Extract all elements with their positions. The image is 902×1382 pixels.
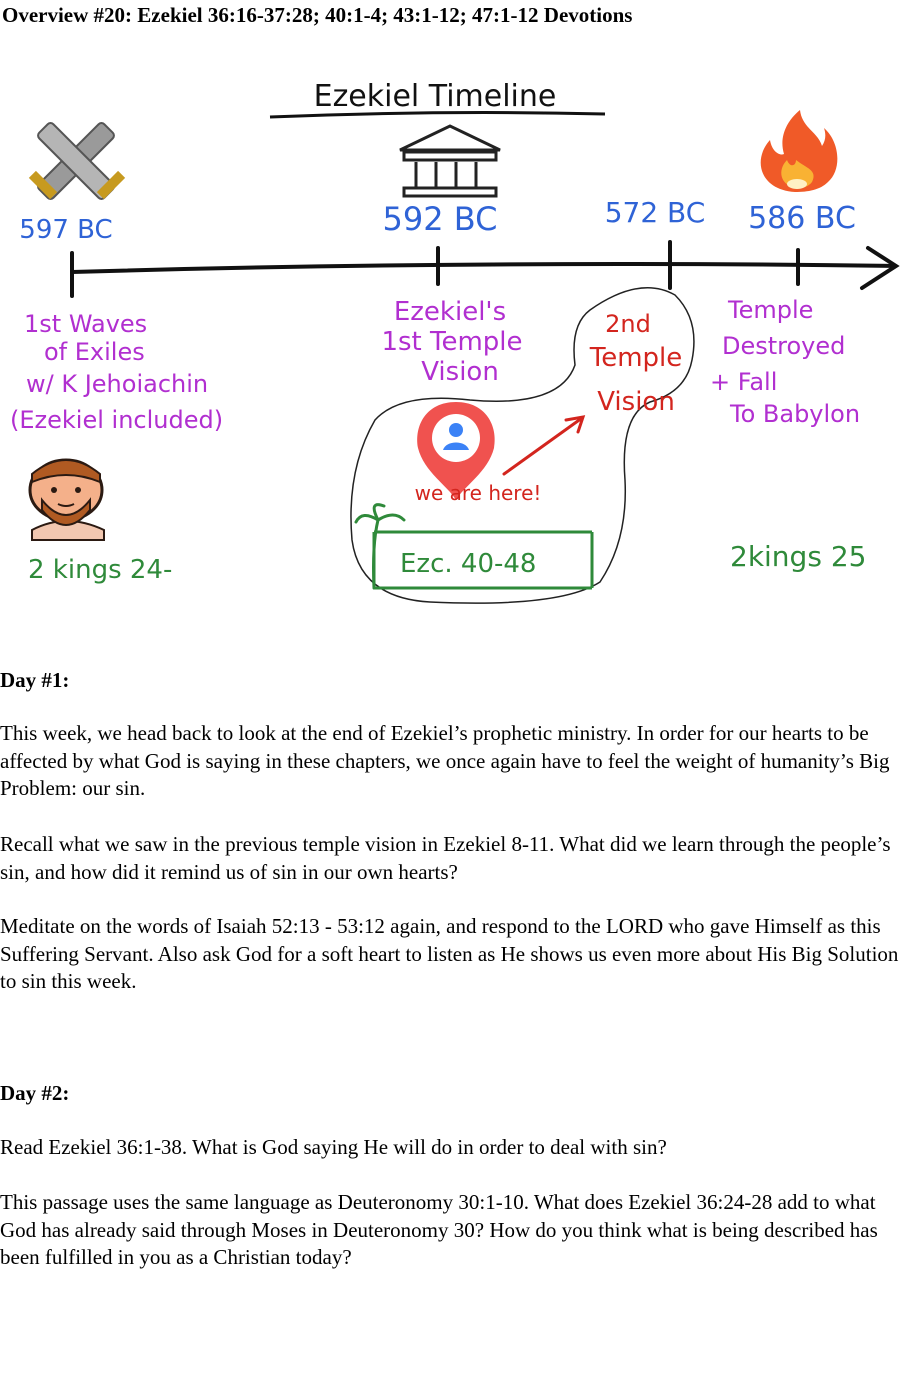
crossed-swords-icon bbox=[28, 122, 126, 200]
svg-text:(Ezekiel included): (Ezekiel included) bbox=[10, 406, 223, 434]
ref-2kings-25: 2kings 25 bbox=[730, 540, 866, 573]
day-1-paragraph-3: Meditate on the words of Isaiah 52:13 - … bbox=[0, 914, 899, 993]
ezekiel-avatar-icon bbox=[28, 458, 105, 541]
date-592bc: 592 BC bbox=[383, 200, 498, 238]
document-title: Overview #20: Ezekiel 36:16-37:28; 40:1-… bbox=[2, 3, 633, 27]
heading-underline bbox=[269, 111, 606, 119]
svg-text:Temple: Temple bbox=[589, 343, 683, 373]
palm-tree-icon bbox=[354, 503, 406, 590]
day-2-paragraph-1: Read Ezekiel 36:1-38. What is God saying… bbox=[0, 1135, 667, 1159]
timeline-heading: Ezekiel Timeline bbox=[314, 79, 557, 114]
svg-text:1st Temple: 1st Temple bbox=[381, 327, 522, 357]
day-1-paragraph-2: Recall what we saw in the previous templ… bbox=[0, 832, 891, 884]
temple-icon bbox=[399, 124, 501, 198]
event-597bc-notes: 1st Waves of Exiles w/ K Jehoiachin (Eze… bbox=[10, 310, 223, 434]
svg-text:Vision: Vision bbox=[421, 357, 499, 387]
svg-text:1st Waves: 1st Waves bbox=[24, 310, 147, 338]
we-are-here-label: we are here! bbox=[415, 481, 542, 505]
event-572bc-notes: 2nd Temple Vision bbox=[589, 310, 683, 417]
day-2-heading: Day #2: bbox=[0, 1081, 70, 1105]
svg-text:To Babylon: To Babylon bbox=[729, 400, 860, 428]
date-572bc: 572 BC bbox=[605, 196, 706, 229]
fire-icon bbox=[760, 110, 838, 192]
location-pin-icon bbox=[417, 402, 495, 500]
event-592bc-notes: Ezekiel's 1st Temple Vision bbox=[381, 297, 522, 387]
passage-bracket bbox=[372, 530, 594, 590]
svg-text:w/ K Jehoiachin: w/ K Jehoiachin bbox=[26, 370, 208, 398]
svg-text:Ezekiel's: Ezekiel's bbox=[394, 297, 506, 327]
event-586bc-notes: Temple Destroyed + Fall To Babylon bbox=[710, 296, 860, 428]
svg-text:Destroyed: Destroyed bbox=[722, 332, 845, 360]
day-2-paragraph-2: This passage uses the same language as D… bbox=[0, 1190, 878, 1269]
date-597bc: 597 BC bbox=[19, 215, 112, 245]
ezekiel-timeline-sketch: Ezekiel Timeline 597 BC 592 BC 572 BC 58… bbox=[10, 79, 900, 604]
red-arrow bbox=[502, 415, 586, 476]
svg-text:2nd: 2nd bbox=[605, 310, 651, 338]
timeline-axis bbox=[70, 240, 900, 298]
day-1-heading: Day #1: bbox=[0, 668, 70, 692]
svg-text:Temple: Temple bbox=[727, 296, 813, 324]
ref-2kings-24: 2 kings 24- bbox=[28, 555, 172, 585]
svg-text:of Exiles: of Exiles bbox=[44, 338, 145, 366]
day-1-paragraph-1: This week, we head back to look at the e… bbox=[0, 721, 890, 800]
svg-text:Vision: Vision bbox=[597, 387, 675, 417]
second-vision-bubble bbox=[350, 287, 695, 604]
passage-label: Ezc. 40-48 bbox=[400, 549, 536, 579]
date-586bc: 586 BC bbox=[748, 201, 856, 236]
svg-text:+ Fall: + Fall bbox=[710, 368, 777, 396]
